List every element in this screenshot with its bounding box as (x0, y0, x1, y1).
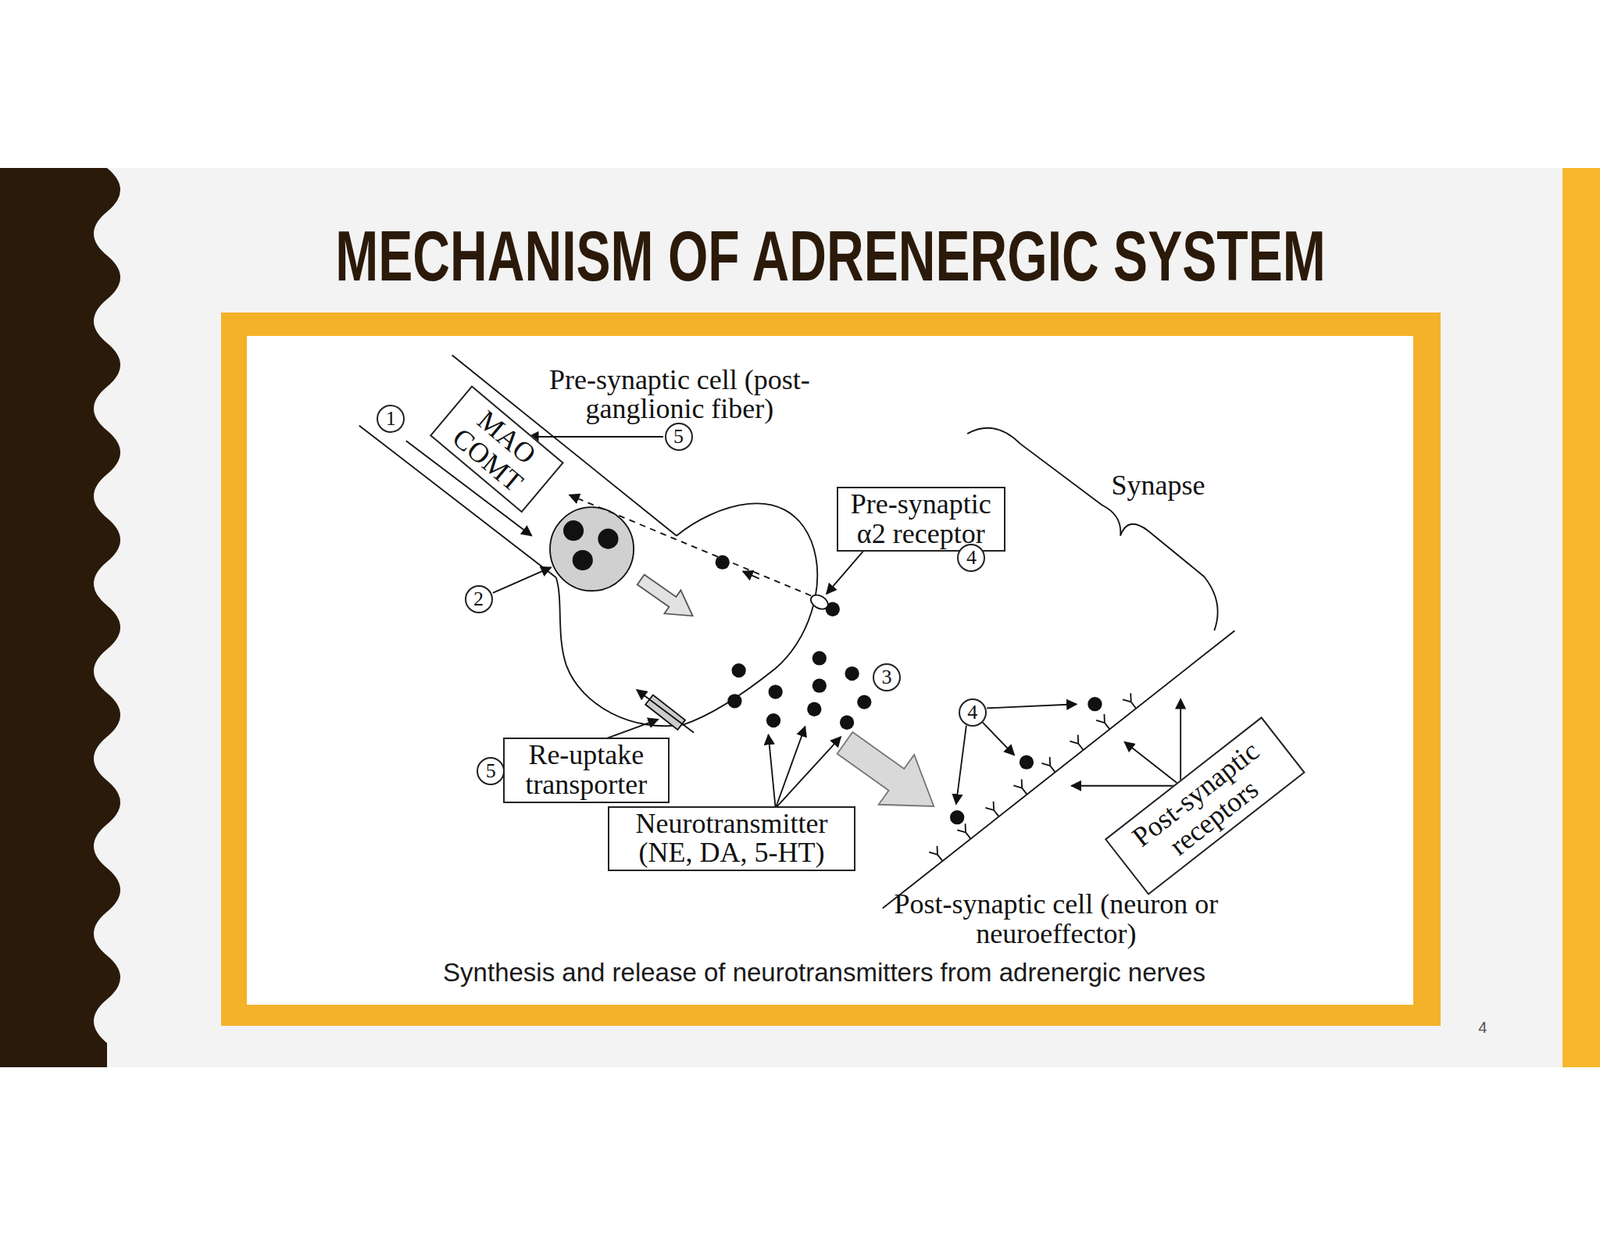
hollow-arrow (632, 567, 701, 628)
receptor-symbol (1069, 735, 1087, 754)
receptor-box: Post-synaptic receptors (1104, 717, 1306, 897)
node-text: MAO COMT (446, 400, 547, 498)
cell-label: Pre-synaptic cell (post-ganglionic fiber… (503, 365, 857, 425)
slide-background (0, 167, 1600, 1068)
callout-number: 5 (664, 422, 693, 451)
feedback-dashed-arrow (569, 494, 822, 600)
release-arrow (632, 567, 701, 628)
callout-number: 4 (958, 698, 987, 727)
neurotransmitter-dot (844, 666, 859, 681)
leader-arrow (492, 567, 551, 593)
pointer-arrow (986, 703, 1077, 708)
reuptake-arrow (636, 689, 694, 733)
leader-arrow (826, 550, 864, 594)
callout-number: 4 (957, 543, 986, 572)
pointer-arrow (775, 726, 806, 808)
node-text: Neurotransmitter (NE, DA, 5-HT) (630, 809, 834, 869)
node-text: Post-synaptic receptors (1119, 730, 1291, 883)
pointer-arrow (956, 725, 967, 805)
picture-frame (221, 312, 1441, 1026)
receptor-symbol (1013, 778, 1031, 797)
receptor-symbol (957, 823, 975, 842)
bound-neurotransmitter (1087, 696, 1102, 711)
neurotransmitter-dot (857, 694, 872, 709)
callout-number: 1 (376, 404, 405, 433)
receptor-box: Pre-synaptic α2 receptor (836, 486, 1006, 553)
bound-neurotransmitter (950, 810, 965, 825)
receptor-symbol (1096, 714, 1114, 733)
enzyme-box: MAO COMT (429, 385, 565, 513)
vesicle (550, 507, 634, 591)
figure-caption: Synthesis and release of neurotransmitte… (24, 959, 1600, 986)
pointer-arrow (1179, 699, 1182, 786)
page-number: 4 (1467, 1019, 1499, 1036)
callout-number: 2 (464, 585, 493, 614)
wavy-side-band (0, 167, 121, 1068)
receptor-symbol (928, 846, 947, 865)
vesicle-molecule (563, 520, 584, 541)
pointer-arrow (1124, 742, 1181, 786)
side-stripe (1562, 167, 1600, 1068)
neurotransmitter-dot (727, 693, 742, 708)
neurotransmitter-dot (766, 713, 781, 728)
neurotransmitter-dot (812, 678, 827, 693)
pointer-arrow (982, 722, 1015, 756)
picture-area (246, 335, 1414, 1005)
vesicle-molecule (597, 528, 618, 550)
bound-neurotransmitter (1019, 755, 1034, 770)
neurotransmitter-dot (812, 650, 827, 665)
region-label: Synapse (1076, 471, 1240, 501)
pointer-arrow (1071, 785, 1181, 787)
neurotransmitter-dot (731, 663, 746, 678)
leader-arrow (528, 435, 664, 438)
neurotransmitter-dot (839, 715, 854, 730)
receptor-symbol (1041, 757, 1059, 775)
vesicle-molecule (572, 550, 593, 571)
callout-number: 3 (872, 663, 901, 692)
alpha2-receptor (808, 592, 831, 612)
pointer-arrow (768, 734, 776, 808)
neurotransmitter-dot (807, 702, 822, 717)
callout-number: 5 (476, 757, 505, 786)
node-text: Re-uptake transporter (511, 740, 661, 800)
neurotransmitter-dot (715, 555, 730, 570)
feedback-arrow-head (742, 571, 760, 579)
neurotransmitter-dot (768, 684, 783, 699)
receptor-symbol (985, 801, 1003, 820)
neurotransmitter-box: Neurotransmitter (NE, DA, 5-HT) (607, 806, 855, 872)
slide-title: MECHANISM OF ADRENERGIC SYSTEM (250, 220, 1412, 292)
node-text: Pre-synaptic α2 receptor (842, 489, 1000, 550)
cell-label: Post-synaptic cell (neuron or neuroeffec… (859, 889, 1253, 950)
synapse-illustration (359, 355, 1236, 909)
pointer-arrow (775, 736, 842, 808)
transporter-box: Re-uptake transporter (503, 737, 670, 804)
receptor-symbol (1122, 692, 1140, 711)
